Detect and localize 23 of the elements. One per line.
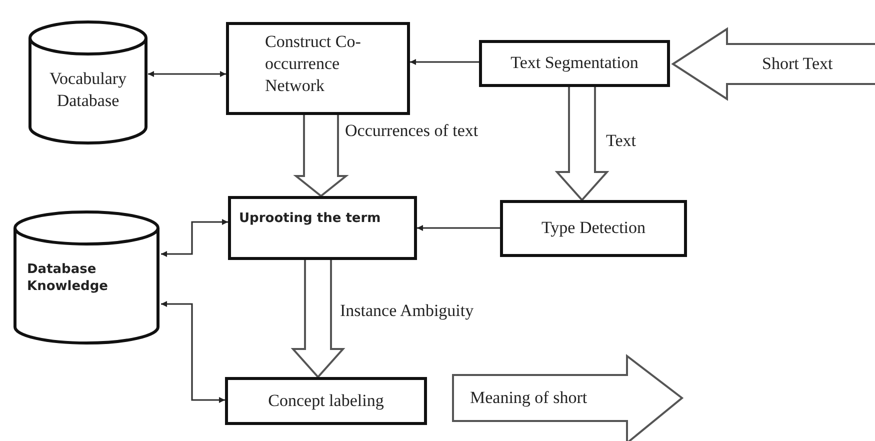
node-label: Concept labeling [268, 390, 384, 412]
process-box [500, 200, 687, 257]
node-label: Construct Co-occurrence Network [265, 31, 362, 98]
process-box [226, 22, 410, 115]
connector-arrow [410, 59, 479, 65]
node-label: Vocabulary Database [48, 68, 128, 112]
connector-arrow [148, 71, 226, 77]
node-label: Type Detection [541, 217, 646, 240]
node-label: Short Text [762, 52, 833, 75]
connector-arrow [417, 225, 500, 231]
connector-arrow [161, 219, 228, 257]
node-label: Database Knowledge [27, 262, 108, 296]
connector-arrow [161, 301, 225, 403]
node-label: Uprooting the term [239, 211, 381, 228]
process-box [228, 196, 417, 260]
process-box [225, 377, 427, 425]
node-label: Meaning of short [470, 386, 588, 409]
node-label: Text Segmentation [510, 52, 638, 74]
block-arrow [554, 86, 610, 202]
block-arrow [293, 114, 349, 198]
edge-label: Instance Ambiguity [338, 301, 476, 321]
block-arrow [290, 259, 346, 378]
process-box [479, 40, 670, 87]
